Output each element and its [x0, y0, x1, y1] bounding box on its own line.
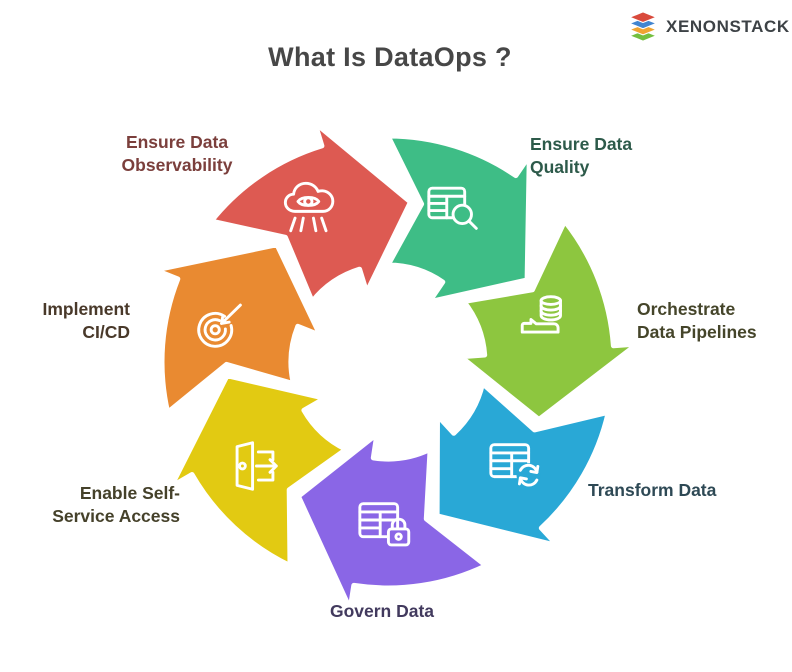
database-pipeline-icon — [520, 295, 562, 334]
table-refresh-icon — [489, 443, 541, 488]
table-lock-icon — [358, 502, 411, 547]
label-transform-data: Transform Data — [588, 480, 717, 500]
page-title: What Is DataOps ? — [268, 42, 512, 72]
xenonstack-logo-text: XENONSTACK — [666, 16, 790, 36]
door-exit-arrow-icon — [235, 441, 278, 491]
cloud-eye-observability-icon — [283, 181, 335, 233]
table-magnifier-icon — [427, 186, 478, 230]
label-govern-data: Govern Data — [329, 601, 435, 621]
label-implement-cicd: Implement CI/CD — [42, 299, 130, 342]
label-orchestrate-data-pipelines: Orchestrate Data Pipelines — [637, 299, 757, 342]
label-ensure-data-quality: Ensure Data Quality — [530, 134, 633, 177]
xenonstack-layers-icon — [629, 11, 657, 42]
label-ensure-data-observability: Ensure Data Observability — [121, 132, 233, 175]
label-enable-self-service-access: Enable Self- Service Access — [52, 483, 180, 526]
cycle-segment-cicd — [153, 242, 323, 415]
cycle-segment-access — [168, 373, 349, 569]
xenonstack-logo: XENONSTACK — [628, 11, 790, 42]
target-arrow-icon — [197, 303, 242, 348]
